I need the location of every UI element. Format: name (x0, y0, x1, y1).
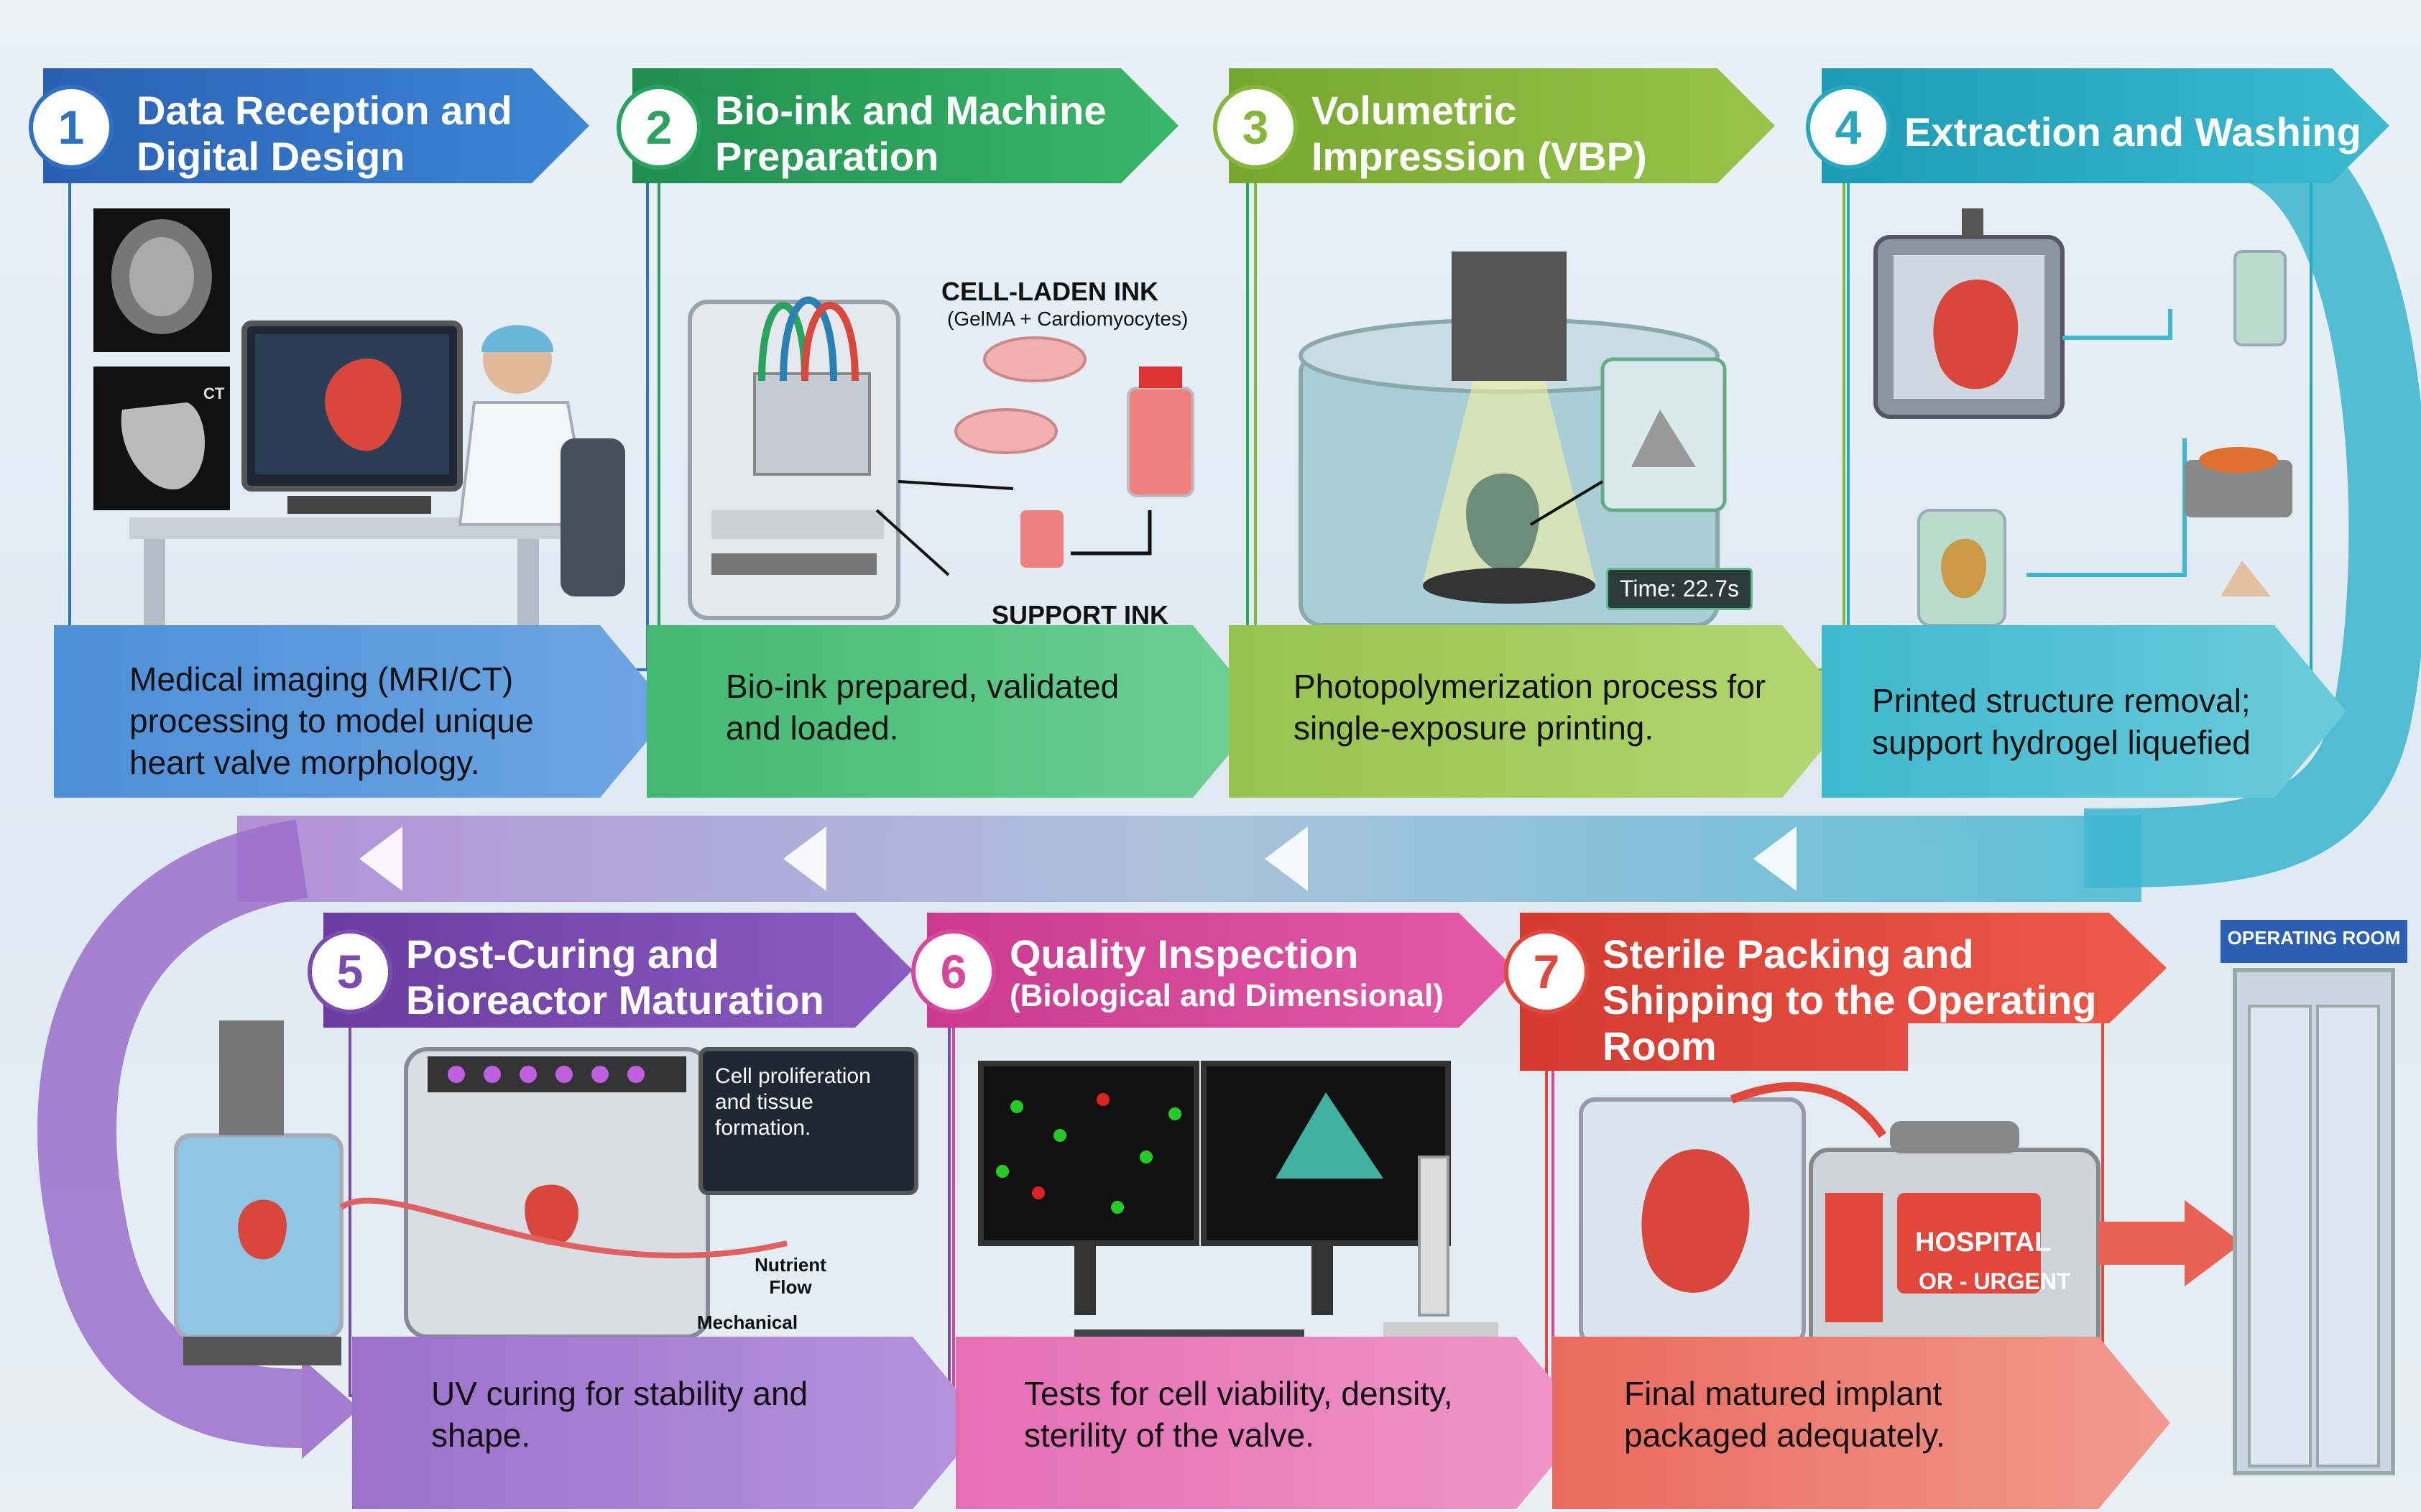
cell-laden-ink-label: CELL-LADEN INK (941, 277, 1158, 306)
fluorescence-monitor (978, 1061, 1199, 1246)
bioreactor-heart-icon (238, 1199, 287, 1260)
step2-caption: Bio-ink prepared, validated and loaded. (726, 668, 1120, 747)
cell-proliferation-text: Cell proliferation and tissue formation. (715, 1064, 871, 1140)
chamber-heart-icon (1933, 280, 2019, 389)
step6-banner (927, 913, 1516, 1028)
operating-room-door (2221, 920, 2407, 1475)
step2-banner (632, 68, 1179, 183)
step3-number: 3 (1213, 85, 1298, 170)
step3-caption: Photopolymerization process for single-e… (1293, 668, 1766, 747)
step5-illustration (174, 1020, 918, 1365)
step6-caption-box (956, 1337, 1588, 1509)
step7-title: Sterile Packing and Shipping to the Oper… (1603, 931, 2097, 1069)
step4-caption: Printed structure removal; support hydro… (1872, 682, 2251, 761)
or-urgent-label: OR - URGENT (1919, 1268, 2071, 1294)
step1-caption: Medical imaging (MRI/CT) processing to m… (129, 660, 534, 781)
step1-title: Data Reception and Digital Design (137, 88, 512, 179)
step6-subtitle: (Biological and Dimensional) (1010, 978, 1444, 1013)
step6-title: Quality Inspection (Biological and Dimen… (1010, 931, 1484, 1015)
valve-scan-icon (1276, 1092, 1383, 1179)
step6-illustration (978, 1061, 1498, 1358)
step5-caption: UV curing for stability and shape. (431, 1375, 808, 1454)
packaged-heart-icon (1641, 1149, 1750, 1293)
step2-caption-box (647, 625, 1265, 798)
ct-label: CT (203, 384, 225, 402)
return-arrow-left (37, 819, 308, 1448)
step4-title: Extraction and Washing (1904, 109, 2361, 155)
step4-number: 4 (1806, 85, 1891, 170)
step4-banner (1822, 68, 2389, 183)
step4-caption-box (1822, 625, 2346, 798)
step6-caption: Tests for cell viability, density, steri… (1024, 1375, 1453, 1454)
step2-title: Bio-ink and Machine Preparation (715, 88, 1107, 179)
step1-illustration (93, 208, 625, 632)
step2-number: 2 (617, 85, 701, 170)
step7-caption-box (1552, 1337, 2170, 1509)
small-vial (1020, 510, 1064, 568)
time-readout: Time: 22.7s (1606, 568, 1753, 610)
petri-dish-1 (983, 336, 1087, 382)
hospital-label: HOSPITAL (1915, 1227, 2052, 1258)
step3-caption-box (1229, 625, 1854, 798)
return-arrow-right (2083, 106, 2421, 888)
step6-number: 6 (911, 929, 996, 1014)
step3-title: Volumetric Impression (VBP) (1311, 88, 1647, 179)
step7-illustration (1579, 1082, 2242, 1360)
step4-illustration (1873, 208, 2292, 627)
step5-banner (323, 913, 913, 1028)
heart-model-icon (325, 358, 402, 451)
step3-banner (1229, 68, 1775, 183)
heater-plate (2185, 460, 2292, 517)
monitor-display (698, 1047, 918, 1195)
support-ink-label: SUPPORT INK (992, 600, 1169, 630)
step5-number: 5 (308, 929, 392, 1014)
valve-icon (2221, 561, 2271, 596)
printed-heart-icon (1466, 473, 1539, 572)
step6-title-main: Quality Inspection (1010, 931, 1359, 977)
step1-number: 1 (29, 85, 114, 170)
wash-vial (2233, 250, 2287, 346)
step5-caption-box (352, 1337, 984, 1509)
projector (1452, 252, 1567, 381)
step1-caption-box (54, 625, 672, 798)
step7-number: 7 (1504, 929, 1589, 1014)
return-band (237, 816, 2141, 902)
step3-illustration (1299, 252, 1727, 627)
petri-dish-2 (954, 408, 1058, 454)
step7-caption: Final matured implant packaged adequatel… (1624, 1375, 1945, 1454)
step5-title: Post-Curing and Bioreactor Maturation (406, 931, 824, 1023)
step1-banner (43, 68, 589, 183)
operating-room-sign: OPERATING ROOM (2227, 927, 2401, 949)
ink-bottle (1127, 387, 1194, 497)
step2-illustration (688, 296, 1194, 620)
nutrient-flow-label: Nutrient Flow (755, 1254, 826, 1298)
cell-laden-ink-sub: (GelMA + Cardiomyocytes) (947, 308, 1189, 330)
